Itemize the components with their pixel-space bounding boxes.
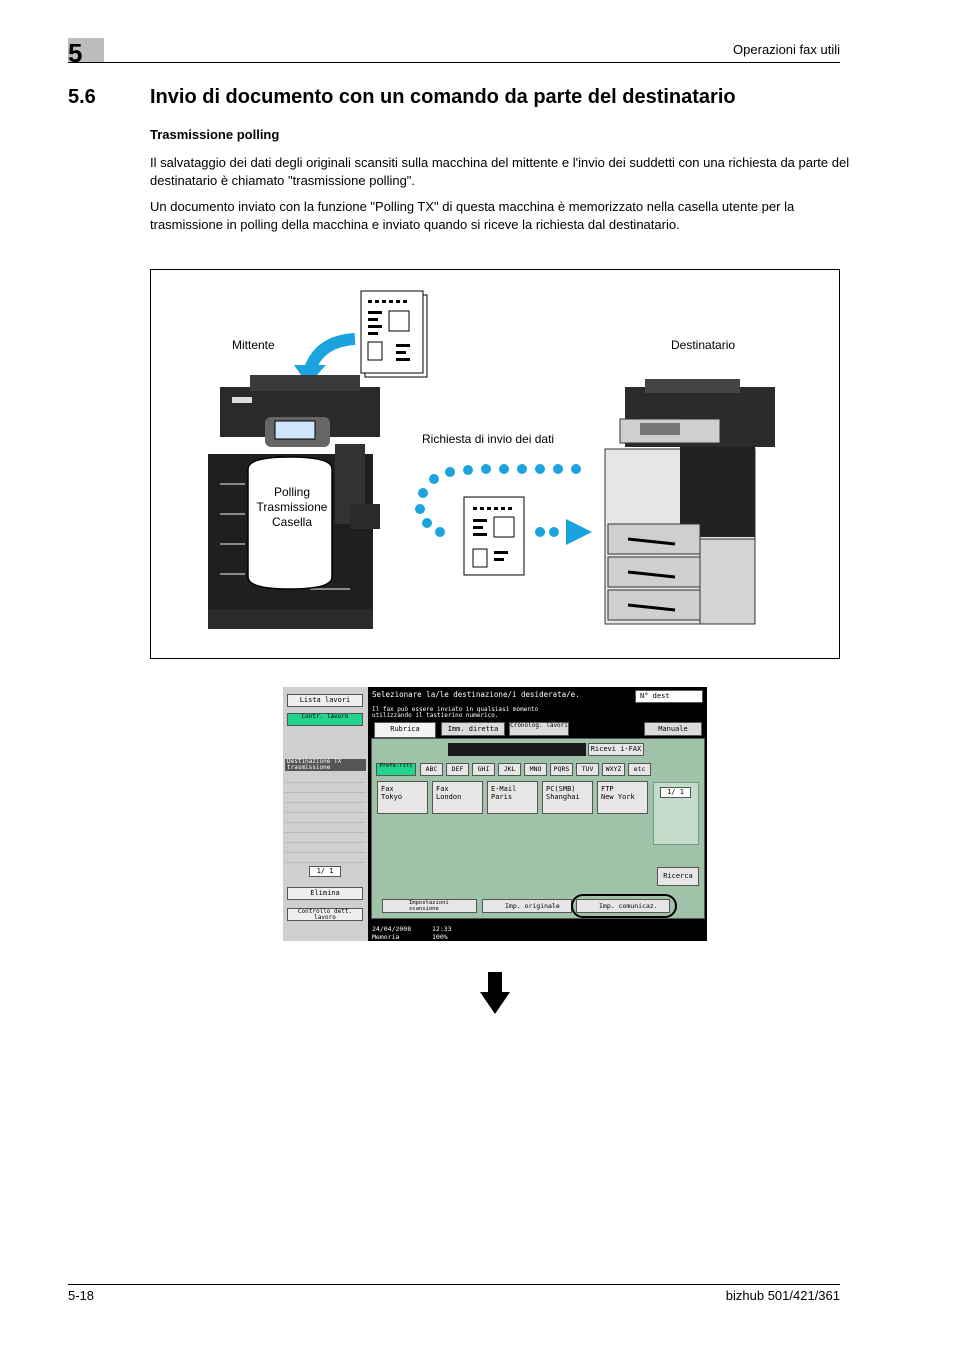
section-number: 5.6 bbox=[68, 86, 96, 108]
sender-label: Mittente bbox=[232, 338, 275, 352]
paragraph-2: Un documento inviato con la funzione "Po… bbox=[150, 199, 795, 232]
transit-document-icon bbox=[463, 496, 525, 576]
running-header-title: Operazioni fax utili bbox=[733, 42, 840, 57]
chapter-tab bbox=[68, 38, 104, 62]
status-date: 24/04/2008 Memoria bbox=[372, 925, 411, 941]
subheading: Trasmissione polling bbox=[150, 127, 280, 142]
status-time: 12:33 100% bbox=[432, 925, 452, 941]
index-tab-jkl[interactable]: JKL bbox=[498, 763, 521, 776]
dest-count-label: N° dest bbox=[640, 692, 670, 700]
panel-hint: Il fax può essere inviato in qualsiasi m… bbox=[372, 706, 539, 719]
request-label: Richiesta di invio dei dati bbox=[422, 432, 555, 446]
destination-type: Fax bbox=[381, 785, 394, 793]
job-list-button[interactable]: Lista lavori bbox=[287, 694, 363, 707]
polling-figure-frame bbox=[150, 269, 840, 659]
scan-settings-button[interactable]: Impostazioni scansione bbox=[382, 899, 477, 913]
document-stack-icon bbox=[360, 290, 428, 378]
down-arrow-icon bbox=[480, 972, 510, 1014]
chapter-number: 5 bbox=[68, 38, 83, 68]
panel-left-column: Lista lavori Contr. lavoro Destinazione … bbox=[283, 687, 368, 941]
destination-shanghai[interactable]: PC(SMB) Shanghai bbox=[542, 781, 593, 814]
destination-name: New York bbox=[601, 793, 635, 801]
header-rule bbox=[68, 62, 840, 63]
destination-london[interactable]: Fax London bbox=[432, 781, 483, 814]
destination-type: FTP bbox=[601, 785, 614, 793]
destination-name: Tokyo bbox=[381, 793, 403, 801]
receive-ifax-button[interactable]: Ricevi i-FAX bbox=[588, 743, 644, 756]
page-number: 5-18 bbox=[68, 1288, 95, 1303]
polling-box-label-line3: Casella bbox=[271, 515, 313, 529]
index-tab-pqrs[interactable]: PQRS bbox=[550, 763, 573, 776]
panel-message: Selezionare la/le destinazione/i desider… bbox=[372, 690, 580, 699]
destination-type: Fax bbox=[436, 785, 449, 793]
destination-paris[interactable]: E-Mail Paris bbox=[487, 781, 538, 814]
memory-value: 100% bbox=[432, 933, 448, 941]
polling-box-label-line1: Polling bbox=[273, 485, 311, 499]
search-button[interactable]: Ricerca bbox=[657, 867, 699, 886]
index-tab-wxyz[interactable]: WXYZ bbox=[602, 763, 625, 776]
dest-list bbox=[285, 773, 366, 863]
polling-illustration bbox=[208, 290, 775, 629]
index-tab-favorites[interactable]: Prefe-riti bbox=[376, 763, 416, 776]
check-job-details-button[interactable]: Controllo dett. lavoro bbox=[287, 908, 363, 921]
delete-button[interactable]: Elimina bbox=[287, 887, 363, 900]
destination-type: PC(SMB) bbox=[546, 785, 576, 793]
footer-rule bbox=[68, 1284, 840, 1285]
page-indicator: 1/ 1 bbox=[660, 787, 691, 798]
tab-address-book[interactable]: Rubrica bbox=[374, 722, 436, 738]
dest-list-heading: Destinazione TX trasmissione bbox=[285, 759, 366, 771]
memory-label: Memoria bbox=[372, 933, 400, 941]
tab-job-history[interactable]: Cronolog. lavori bbox=[509, 722, 569, 736]
address-book-panel: Ricevi i-FAX Prefe-riti ABC DEF GHI JKL … bbox=[371, 738, 705, 919]
destination-new-york[interactable]: FTP New York bbox=[597, 781, 648, 814]
index-tab-abc[interactable]: ABC bbox=[420, 763, 443, 776]
index-tab-tuv[interactable]: TUV bbox=[576, 763, 599, 776]
model-name: bizhub 501/421/361 bbox=[725, 1288, 840, 1303]
tab-direct-input[interactable]: Imm. diretta bbox=[441, 722, 505, 736]
polling-box-label: Polling Trasmissione Casella bbox=[249, 485, 335, 530]
section-title: Invio di documento con un comando da par… bbox=[150, 86, 736, 108]
index-tab-etc[interactable]: etc bbox=[628, 763, 651, 776]
tab-manual[interactable]: Manuale bbox=[644, 722, 702, 736]
original-settings-button[interactable]: Imp. originale bbox=[482, 899, 572, 913]
recipient-label: Destinatario bbox=[671, 338, 736, 352]
recipient-mfp-icon bbox=[604, 379, 775, 625]
control-panel-screen: Lista lavori Contr. lavoro Destinazione … bbox=[283, 687, 707, 941]
date-text: 24/04/2008 bbox=[372, 925, 412, 933]
job-details-button[interactable]: Contr. lavoro bbox=[287, 713, 363, 726]
destination-type: E-Mail bbox=[491, 785, 517, 793]
dest-count: N° dest 000 bbox=[635, 690, 703, 711]
paragraph-1: Il salvataggio dei dati degli originali … bbox=[150, 155, 850, 188]
polling-box-label-line2: Trasmissione bbox=[256, 500, 328, 514]
request-dots bbox=[415, 464, 581, 537]
index-tab-ghi[interactable]: GHI bbox=[472, 763, 495, 776]
polling-box-icon bbox=[247, 456, 333, 590]
destination-name: London bbox=[436, 793, 462, 801]
comm-settings-highlight bbox=[571, 894, 677, 918]
index-tab-def[interactable]: DEF bbox=[446, 763, 469, 776]
destination-name: Paris bbox=[491, 793, 513, 801]
dest-count-value: 000 bbox=[658, 703, 671, 711]
search-field[interactable] bbox=[448, 743, 586, 756]
left-page-indicator: 1/ 1 bbox=[309, 866, 341, 877]
time-text: 12:33 bbox=[432, 925, 452, 933]
destination-name: Shanghai bbox=[546, 793, 580, 801]
destination-tokyo[interactable]: Fax Tokyo bbox=[377, 781, 428, 814]
index-tab-mno[interactable]: MNO bbox=[524, 763, 547, 776]
